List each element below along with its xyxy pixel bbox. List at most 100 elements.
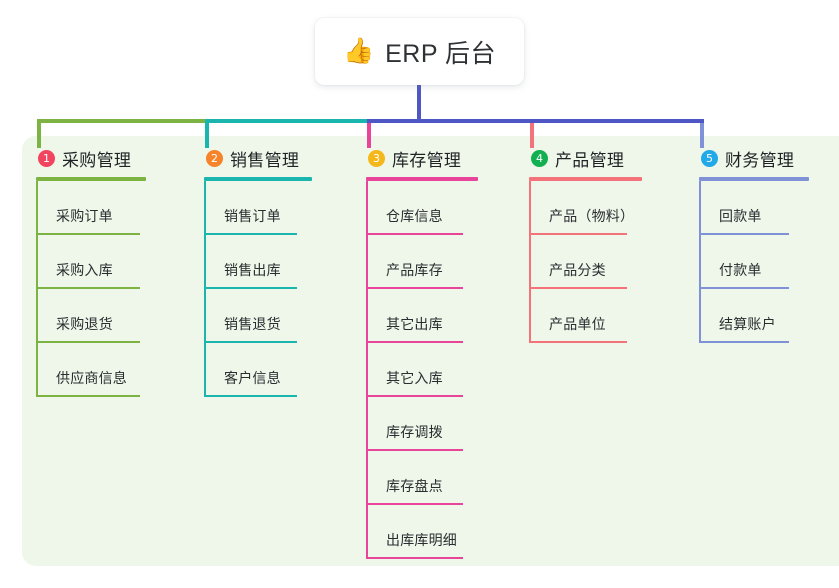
branch-item[interactable]: 产品库存 <box>366 235 478 289</box>
branch-item-label: 出库库明细 <box>386 532 457 548</box>
branch-underline <box>36 177 146 181</box>
branch-item-underline <box>529 287 627 289</box>
branch-item[interactable]: 销售退货 <box>204 289 312 343</box>
branch-item[interactable]: 客户信息 <box>204 343 312 397</box>
bus-segment-2 <box>205 119 369 123</box>
branch-number-badge: 1 <box>38 149 55 167</box>
branch-item[interactable]: 结算账户 <box>699 289 809 343</box>
branch-drop-5 <box>700 119 704 148</box>
branch-drop-3 <box>367 119 371 148</box>
branch-item[interactable]: 付款单 <box>699 235 809 289</box>
bus-segment-3 <box>367 119 421 123</box>
branch-item-underline <box>36 233 140 235</box>
branch-item[interactable]: 产品单位 <box>529 289 642 343</box>
branch-spine <box>699 181 701 343</box>
branch-item-underline <box>366 557 463 559</box>
branch-item-underline <box>529 233 627 235</box>
branch-underline <box>366 177 478 181</box>
branch-item[interactable]: 其它出库 <box>366 289 478 343</box>
branch-item-underline <box>699 287 789 289</box>
branch-item-label: 产品（物料） <box>549 208 635 224</box>
branch-item-label: 采购入库 <box>56 262 113 278</box>
branch-item-label: 产品单位 <box>549 316 606 332</box>
branch-item[interactable]: 出库库明细 <box>366 505 478 559</box>
branch-item-underline <box>36 287 140 289</box>
branch-number-badge: 4 <box>531 149 548 167</box>
branch-item[interactable]: 采购退货 <box>36 289 146 343</box>
branch-item-label: 客户信息 <box>224 370 281 386</box>
branch-underline <box>204 177 312 181</box>
branch-header-3[interactable]: 3 库存管理 <box>366 146 478 170</box>
branch-item-underline <box>366 233 463 235</box>
branch-title: 采购管理 <box>62 150 132 170</box>
branch-item-label: 销售订单 <box>224 208 281 224</box>
root-stem <box>417 85 421 123</box>
branch-item-underline <box>366 395 463 397</box>
branch-column-1: 1 采购管理采购订单采购入库采购退货供应商信息 <box>36 146 146 397</box>
branch-drop-2 <box>205 119 209 148</box>
branch-item-underline <box>366 287 463 289</box>
branch-item[interactable]: 供应商信息 <box>36 343 146 397</box>
branch-item[interactable]: 回款单 <box>699 181 809 235</box>
root-title: ERP 后台 <box>385 39 497 68</box>
branch-item-list: 回款单付款单结算账户 <box>699 181 809 343</box>
branch-item-underline <box>529 341 627 343</box>
branch-item-underline <box>366 449 463 451</box>
branch-item[interactable]: 仓库信息 <box>366 181 478 235</box>
branch-drop-4 <box>530 119 534 148</box>
branch-title: 销售管理 <box>230 150 300 170</box>
branch-item[interactable]: 产品（物料） <box>529 181 642 235</box>
branch-item-underline <box>366 341 463 343</box>
branch-item[interactable]: 库存盘点 <box>366 451 478 505</box>
branch-underline <box>529 177 642 181</box>
branch-column-5: 5 财务管理回款单付款单结算账户 <box>699 146 809 343</box>
branch-header-1[interactable]: 1 采购管理 <box>36 146 146 170</box>
branch-item[interactable]: 采购订单 <box>36 181 146 235</box>
branch-header-2[interactable]: 2 销售管理 <box>204 146 312 170</box>
branch-number-badge: 3 <box>368 149 385 167</box>
branch-item-list: 采购订单采购入库采购退货供应商信息 <box>36 181 146 397</box>
branch-underline <box>699 177 809 181</box>
branch-item-underline <box>204 341 297 343</box>
branch-drop-1 <box>37 119 41 148</box>
branch-item-underline <box>204 395 297 397</box>
branch-item-label: 回款单 <box>719 208 762 224</box>
branch-spine <box>36 181 38 397</box>
branch-column-3: 3 库存管理仓库信息产品库存其它出库其它入库库存调拨库存盘点出库库明细 <box>366 146 478 559</box>
branch-title: 产品管理 <box>555 150 625 170</box>
branch-number-badge: 5 <box>701 149 718 167</box>
branch-item-label: 采购退货 <box>56 316 113 332</box>
branch-item[interactable]: 销售订单 <box>204 181 312 235</box>
branch-item-label: 其它入库 <box>386 370 443 386</box>
branch-item-label: 结算账户 <box>719 316 776 332</box>
branch-item-label: 销售出库 <box>224 262 281 278</box>
root-node[interactable]: 👍 ERP 后台 <box>315 18 524 85</box>
branch-item-label: 付款单 <box>719 262 762 278</box>
branch-column-2: 2 销售管理销售订单销售出库销售退货客户信息 <box>204 146 312 397</box>
branch-item-label: 产品分类 <box>549 262 606 278</box>
branch-item[interactable]: 销售出库 <box>204 235 312 289</box>
branch-title: 库存管理 <box>392 150 462 170</box>
branch-header-5[interactable]: 5 财务管理 <box>699 146 809 170</box>
branch-item-label: 采购订单 <box>56 208 113 224</box>
branch-item[interactable]: 采购入库 <box>36 235 146 289</box>
branch-item-label: 产品库存 <box>386 262 443 278</box>
branch-header-4[interactable]: 4 产品管理 <box>529 146 642 170</box>
branch-item-label: 销售退货 <box>224 316 281 332</box>
branch-item[interactable]: 库存调拨 <box>366 397 478 451</box>
branch-title: 财务管理 <box>725 150 795 170</box>
branch-item[interactable]: 产品分类 <box>529 235 642 289</box>
branch-item-list: 仓库信息产品库存其它出库其它入库库存调拨库存盘点出库库明细 <box>366 181 478 559</box>
branch-spine <box>204 181 206 397</box>
branch-item-list: 产品（物料） 产品分类产品单位 <box>529 181 642 343</box>
branch-item-label: 库存调拨 <box>386 424 443 440</box>
branch-item-list: 销售订单销售出库销售退货客户信息 <box>204 181 312 397</box>
branch-item[interactable]: 其它入库 <box>366 343 478 397</box>
branch-item-underline <box>36 395 140 397</box>
branch-number-badge: 2 <box>206 149 223 167</box>
branch-item-underline <box>36 341 140 343</box>
branches-panel <box>22 136 839 566</box>
branch-item-underline <box>204 233 297 235</box>
thumbs-up-icon: 👍 <box>342 37 375 65</box>
